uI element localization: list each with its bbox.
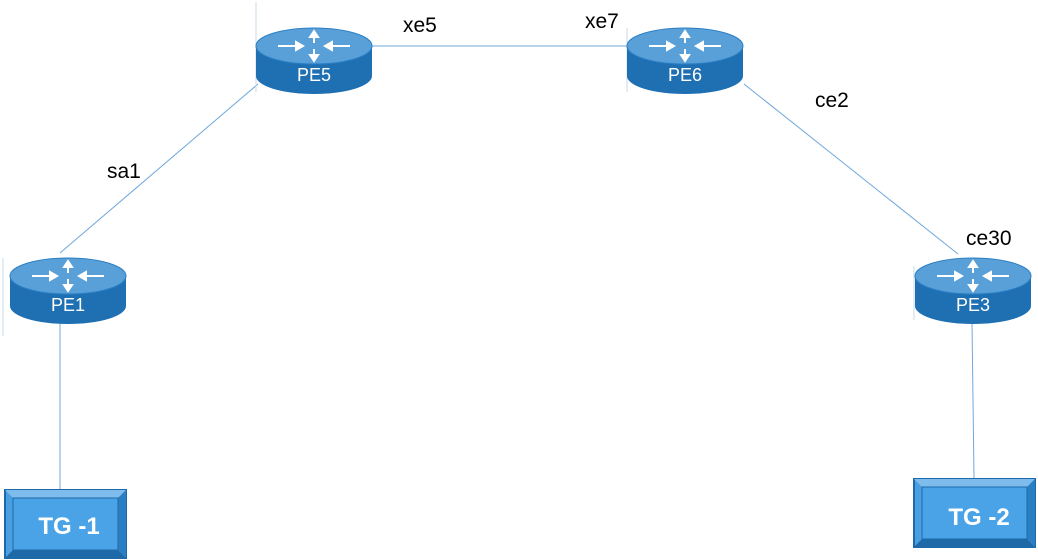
router-label-pe6: PE6	[668, 65, 702, 85]
router-pe5[interactable]: PE5	[255, 2, 373, 95]
tg1-label: TG -1	[38, 513, 99, 540]
links	[59, 45, 975, 492]
link-pe5-pe1	[59, 83, 259, 254]
router-pe1[interactable]: PE1	[2, 257, 127, 336]
interface-label-sa1: sa1	[107, 160, 141, 183]
router-label-pe5: PE5	[297, 65, 331, 85]
interface-label-ce30: ce30	[966, 227, 1012, 250]
interface-label-xe5: xe5	[403, 14, 437, 37]
traffic-generator-tg2[interactable]: TG -2	[913, 478, 1036, 548]
link-pe3-tg2	[971, 321, 975, 479]
tg2-label: TG -2	[948, 504, 1009, 531]
router-pe6[interactable]: PE6	[626, 27, 744, 95]
traffic-generator-tg1[interactable]: TG -1	[4, 489, 127, 559]
router-label-pe3: PE3	[956, 295, 990, 315]
interface-label-ce2: ce2	[815, 89, 849, 112]
router-label-pe1: PE1	[51, 295, 85, 315]
link-pe6-pe3	[743, 83, 959, 255]
router-pe3[interactable]: PE3	[913, 257, 1032, 325]
interface-label-xe7: xe7	[585, 10, 619, 33]
